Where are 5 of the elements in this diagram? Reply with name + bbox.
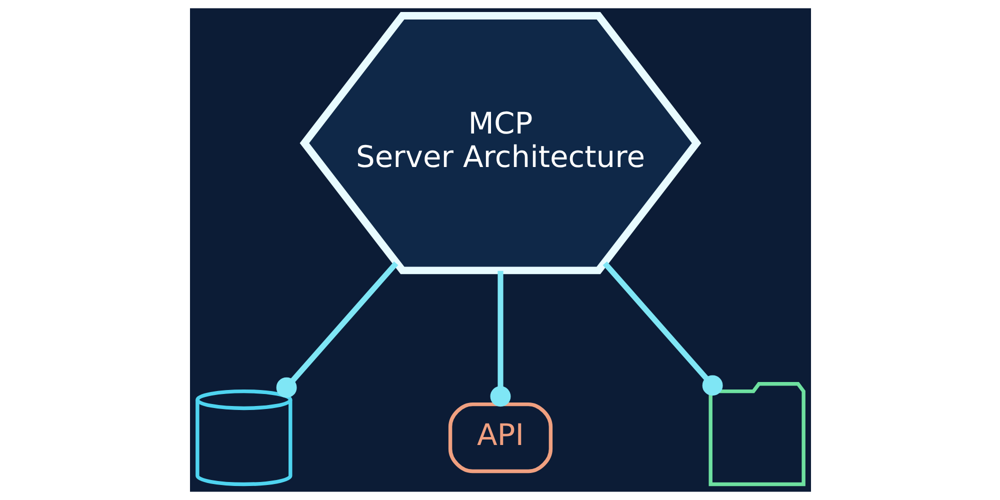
connector bbox=[276, 261, 398, 398]
connector bbox=[602, 261, 722, 396]
connector bbox=[490, 270, 510, 407]
node-folder bbox=[708, 382, 805, 486]
node-box: API bbox=[448, 402, 552, 474]
